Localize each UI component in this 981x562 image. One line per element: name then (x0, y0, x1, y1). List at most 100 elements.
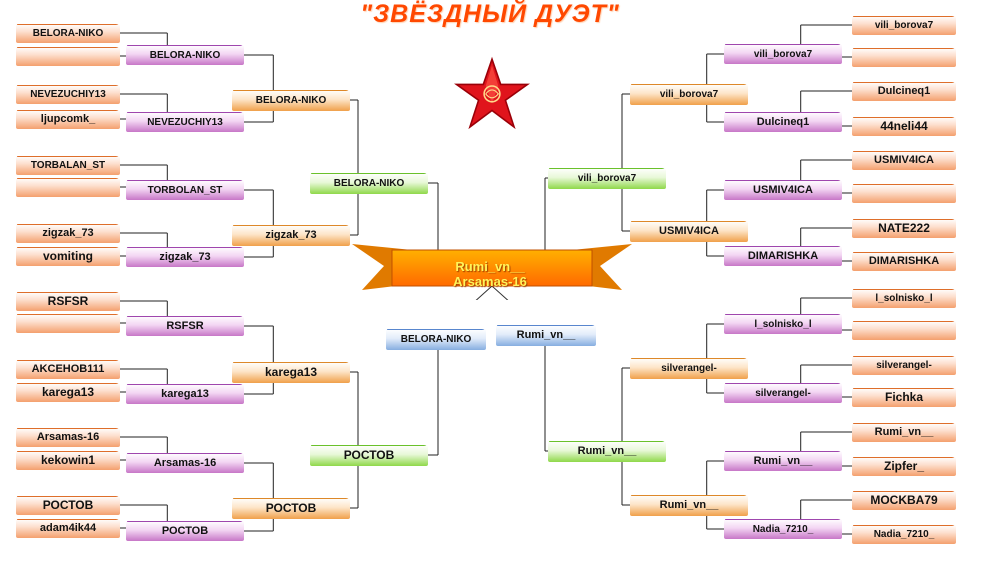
right-r1-player-label: Nadia_7210_ (873, 528, 935, 540)
left-r2-player-1: NEVEZUCHIY13 (126, 112, 244, 132)
right-r1-player-label: DIMARISHKA (868, 255, 940, 267)
right-r2-player-1: Dulcineq1 (724, 112, 842, 132)
final-pair: Rumi_vn__ Arsamas-16 (400, 259, 580, 289)
left-r3-player-3: РОСТОВ (232, 497, 350, 519)
right-r1-player-label: Fichka (884, 390, 923, 404)
right-r3-player-label: silverangel- (661, 362, 717, 374)
left-r1-player-0: BELORA-NIKO (16, 23, 120, 43)
right-r2-player-3: DIMARISHKA (724, 246, 842, 266)
left-r4-player-label: BELORA-NIKO (333, 177, 405, 189)
left-r1-player-label: AKCEHOB111 (31, 363, 105, 375)
right-r1-player-label: l_solnisko_l (875, 292, 933, 304)
right-r2-player-0: vili_borova7 (724, 44, 842, 64)
right-r2-player-label: Rumi_vn__ (753, 455, 813, 467)
left-r5-player-0: BELORA-NIKO (386, 328, 486, 350)
left-r1-player-4: TORBALAN_ST (16, 155, 120, 175)
right-r1-player-7: DIMARISHKA (852, 251, 956, 271)
left-r1-player-8: RSFSR (16, 291, 120, 311)
right-r4-player-1: Rumi_vn__ (548, 440, 666, 462)
left-r1-player-2: NEVEZUCHIY13 (16, 84, 120, 104)
right-r4-player-0: vili_borova7 (548, 167, 666, 189)
left-r2-player-3: zigzak_73 (126, 247, 244, 267)
right-r1-player-label: 44neli44 (880, 119, 928, 133)
left-r1-player-6: zigzak_73 (16, 223, 120, 243)
right-r1-player-8: l_solnisko_l (852, 288, 956, 308)
right-r1-player-label: MOCKBA79 (870, 493, 938, 507)
left-r4-player-0: BELORA-NIKO (310, 172, 428, 194)
left-r3-player-label: BELORA-NIKO (255, 94, 327, 106)
right-r4-player-label: vili_borova7 (577, 172, 637, 184)
right-r2-player-5: silverangel- (724, 383, 842, 403)
right-r2-player-label: USMIV4ICA (753, 184, 813, 196)
right-r1-player-label: NATE222 (878, 221, 930, 235)
left-r1-player-13: kekowin1 (16, 450, 120, 470)
left-r4-player-label: РОСТОВ (343, 448, 395, 462)
left-r1-player-label: РОСТОВ (42, 498, 94, 512)
left-r2-player-5: karega13 (126, 384, 244, 404)
left-r1-player-label: Arsamas-16 (36, 431, 100, 443)
left-r2-player-label: RSFSR (166, 320, 204, 332)
right-r3-player-3: Rumi_vn__ (630, 494, 748, 516)
right-r1-player-label: vili_borova7 (874, 19, 934, 31)
left-r3-player-2: karega13 (232, 361, 350, 383)
left-r2-player-label: NEVEZUCHIY13 (147, 116, 223, 128)
right-r2-player-4: l_solnisko_l (724, 314, 842, 334)
left-r2-player-label: РОСТОВ (161, 525, 209, 537)
right-r1-player-1 (852, 47, 956, 67)
right-r1-player-5 (852, 183, 956, 203)
final-banner (352, 244, 632, 300)
right-r1-player-0: vili_borova7 (852, 15, 956, 35)
right-r2-player-label: DIMARISHKA (747, 250, 819, 262)
right-r1-player-15: Nadia_7210_ (852, 524, 956, 544)
left-r2-player-2: TORBOLAN_ST (126, 180, 244, 200)
right-r2-player-label: silverangel- (755, 387, 811, 399)
right-r1-player-label: USMIV4ICA (874, 154, 934, 166)
left-r1-player-9 (16, 313, 120, 333)
right-r3-player-1: USMIV4ICA (630, 220, 748, 242)
right-r1-player-2: Dulcineq1 (852, 81, 956, 101)
left-r1-player-10: AKCEHOB111 (16, 359, 120, 379)
left-r1-player-label: vomiting (43, 249, 93, 263)
left-r1-player-12: Arsamas-16 (16, 427, 120, 447)
right-r5-player-label: Rumi_vn__ (516, 329, 576, 341)
left-r2-player-label: Arsamas-16 (153, 457, 217, 469)
left-r3-player-label: РОСТОВ (265, 501, 317, 515)
left-r2-player-label: BELORA-NIKO (149, 49, 221, 61)
left-r2-player-label: TORBOLAN_ST (147, 184, 223, 196)
right-r3-player-label: vili_borova7 (659, 88, 719, 100)
left-r1-player-label: NEVEZUCHIY13 (30, 88, 106, 100)
left-r4-player-1: РОСТОВ (310, 444, 428, 466)
right-r3-player-label: Rumi_vn__ (659, 499, 719, 511)
page-title: "ЗВЁЗДНЫЙ ДУЭТ" (360, 0, 620, 28)
left-r2-player-6: Arsamas-16 (126, 453, 244, 473)
left-r1-player-label: BELORA-NIKO (32, 27, 104, 39)
left-r1-player-15: adam4ik44 (16, 518, 120, 538)
right-r1-player-label: Rumi_vn__ (874, 426, 934, 438)
left-r1-player-label: kekowin1 (40, 453, 96, 467)
right-r1-player-9 (852, 320, 956, 340)
left-r1-player-1 (16, 46, 120, 66)
right-r1-player-label: Zipfer_ (883, 459, 924, 473)
red-star-icon (454, 56, 530, 130)
right-r3-player-2: silverangel- (630, 357, 748, 379)
left-r3-player-label: zigzak_73 (265, 229, 317, 241)
right-r2-player-label: l_solnisko_l (754, 318, 812, 330)
left-r3-player-0: BELORA-NIKO (232, 89, 350, 111)
left-r2-player-label: karega13 (161, 388, 209, 400)
right-r1-player-4: USMIV4ICA (852, 150, 956, 170)
right-r1-player-13: Zipfer_ (852, 456, 956, 476)
final-name-bottom: Arsamas-16 (453, 274, 527, 289)
right-r1-player-14: MOCKBA79 (852, 490, 956, 510)
right-r1-player-6: NATE222 (852, 218, 956, 238)
left-r1-player-label: ljupcomk_ (40, 113, 96, 125)
right-r2-player-2: USMIV4ICA (724, 180, 842, 200)
left-r5-player-label: BELORA-NIKO (400, 333, 472, 345)
right-r2-player-label: Dulcineq1 (756, 116, 810, 128)
right-r3-player-0: vili_borova7 (630, 83, 748, 105)
right-r1-player-3: 44neli44 (852, 116, 956, 136)
right-r5-player-0: Rumi_vn__ (496, 324, 596, 346)
right-r1-player-11: Fichka (852, 387, 956, 407)
left-r1-player-5 (16, 177, 120, 197)
left-r1-player-7: vomiting (16, 246, 120, 266)
